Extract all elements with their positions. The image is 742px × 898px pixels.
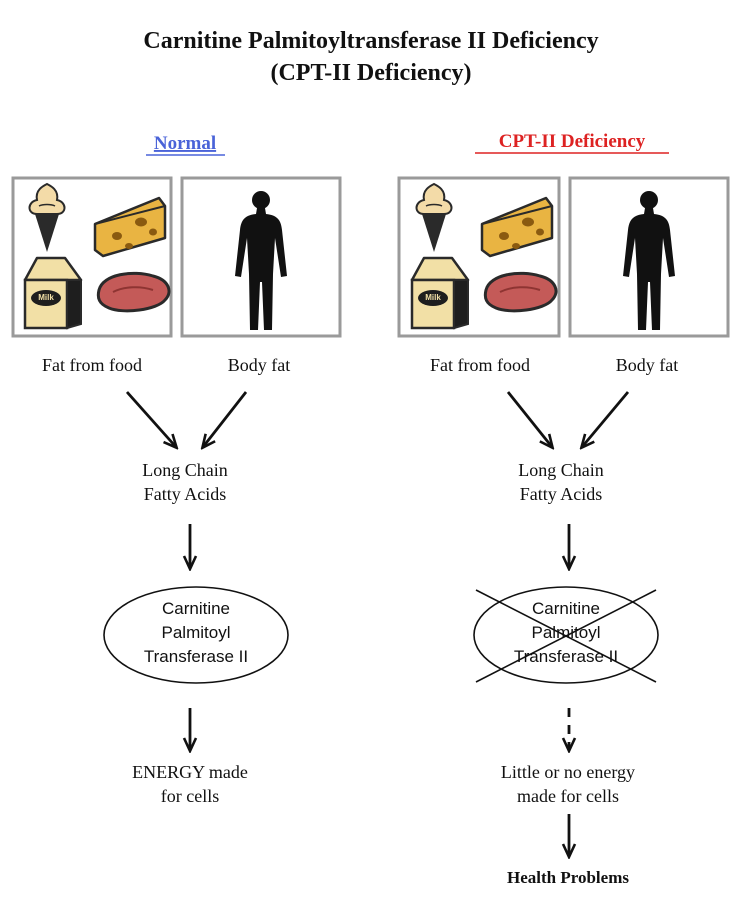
deficiency-column: CPT-II Deficiency Milk Fat from food Bod…: [397, 131, 730, 887]
milk-text: Milk: [38, 293, 54, 302]
normal-fatty-acids-line-1: Long Chain: [142, 460, 228, 480]
deficiency-fatty-acids-line-2: Fatty Acids: [520, 484, 603, 504]
deficiency-enzyme-line-3: Transferase II: [514, 647, 618, 666]
arrow-food-to-fatty-acids: [125, 391, 176, 447]
deficiency-enzyme-line-1: Carnitine: [532, 599, 600, 618]
deficiency-food-label: Fat from food: [430, 355, 530, 375]
normal-food-panel: Milk: [11, 176, 173, 338]
normal-column: Normal Milk Fat from food Body fat Long …: [11, 133, 342, 806]
arrow-body-to-fatty-acids: [203, 391, 248, 447]
diagram-title-line-1: Carnitine Palmitoyltransferase II Defici…: [143, 28, 598, 54]
arrow-body-to-fatty-acids: [582, 391, 630, 447]
normal-result-line-1: ENERGY made: [132, 762, 248, 782]
diagram-title-line-2: (CPT-II Deficiency): [270, 60, 471, 86]
deficiency-enzyme-line-2: Palmitoyl: [532, 623, 601, 642]
enzyme-cross-out-line-2: [475, 589, 657, 683]
deficiency-result-line-1: Little or no energy: [501, 762, 635, 782]
arrow-food-to-fatty-acids: [506, 391, 552, 447]
deficiency-result-line-2: made for cells: [517, 786, 619, 806]
normal-body-label: Body fat: [228, 355, 291, 375]
normal-result-line-2: for cells: [161, 786, 219, 806]
normal-food-label: Fat from food: [42, 355, 142, 375]
deficiency-food-panel: Milk: [397, 176, 561, 338]
normal-enzyme-ellipse: [103, 586, 289, 684]
normal-enzyme-line-2: Palmitoyl: [162, 623, 231, 642]
normal-body-panel: [180, 176, 342, 338]
normal-heading: Normal: [154, 133, 216, 154]
health-problems-label: Health Problems: [507, 868, 629, 887]
deficiency-body-panel: [568, 176, 730, 338]
deficiency-fatty-acids-line-1: Long Chain: [518, 460, 604, 480]
deficiency-heading: CPT-II Deficiency: [499, 131, 646, 152]
milk-text: Milk: [425, 293, 441, 302]
deficiency-body-label: Body fat: [616, 355, 679, 375]
normal-fatty-acids-line-2: Fatty Acids: [144, 484, 227, 504]
normal-enzyme-line-3: Transferase II: [144, 647, 248, 666]
normal-enzyme-line-1: Carnitine: [162, 599, 230, 618]
